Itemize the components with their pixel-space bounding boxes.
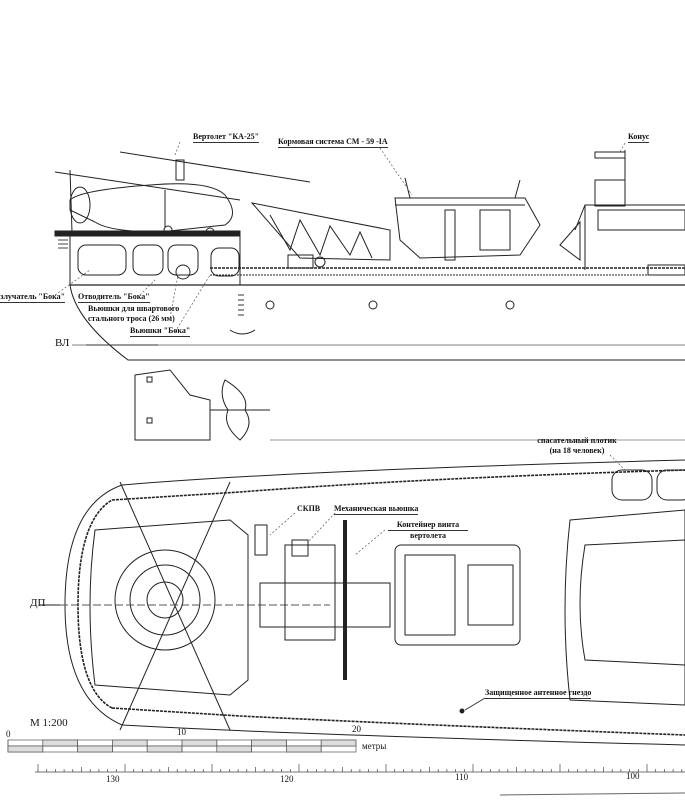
scale-title: М 1:200: [30, 717, 68, 729]
ruler-tick-130: 130: [106, 774, 120, 784]
cone-label: Конус: [628, 132, 650, 143]
diverter-label: Отводитель "Бока": [78, 292, 150, 303]
scale-segment: [77, 745, 113, 753]
antenna-label: Защищенное антенное гнездо: [485, 688, 592, 699]
scale-tick-0: 0: [6, 729, 11, 739]
ruler-tick-110: 110: [455, 772, 469, 782]
scale-segment: [7, 745, 44, 753]
liferaft-label-1: спасательный плотик: [537, 436, 617, 445]
skpv-label: СКПВ: [297, 504, 321, 513]
frame-ruler: [35, 764, 685, 773]
scale-segment: [42, 739, 78, 747]
liferaft-label-2: (на 18 человек): [549, 446, 605, 455]
centerline-label: ДП: [30, 597, 46, 609]
rotor-container-label-2: вертолета: [410, 531, 446, 540]
scale-segment: [146, 745, 183, 753]
scale-segment: [216, 745, 252, 753]
scale-segment: [286, 745, 322, 753]
helicopter: [54, 151, 311, 237]
helicopter-label: Вертолет "КА-25": [193, 132, 260, 143]
scale-segment: [251, 739, 287, 747]
scale-segment: [320, 739, 357, 747]
scale-bar: [7, 739, 357, 753]
emitter-label: Излучатель "Бока": [0, 292, 66, 303]
ruler-tick-100: 100: [626, 771, 640, 781]
scale-tick-10: 10: [177, 727, 186, 737]
mech-reel-label: Механическая вьюшка: [334, 504, 419, 515]
scale-segment: [181, 739, 218, 747]
ruler-tick-120: 120: [280, 774, 294, 784]
rotor-container-label-1: Контейнер винта: [388, 520, 468, 531]
mooring-reels-label-2: стального троса (26 мм): [88, 314, 175, 323]
boka-reels-label: Вьюшки "Бока": [130, 326, 191, 337]
top-view: [40, 454, 685, 746]
mooring-reels-label-1: Вьюшки для швартового: [88, 304, 180, 313]
waterline-label: ВЛ: [55, 337, 70, 349]
scale-unit: метры: [362, 741, 387, 751]
stern-system-label: Кормовая система СМ - 59 -IA: [278, 137, 388, 148]
side-view: [54, 141, 685, 441]
scale-tick-20: 20: [352, 724, 361, 734]
scale-segment: [112, 739, 148, 747]
